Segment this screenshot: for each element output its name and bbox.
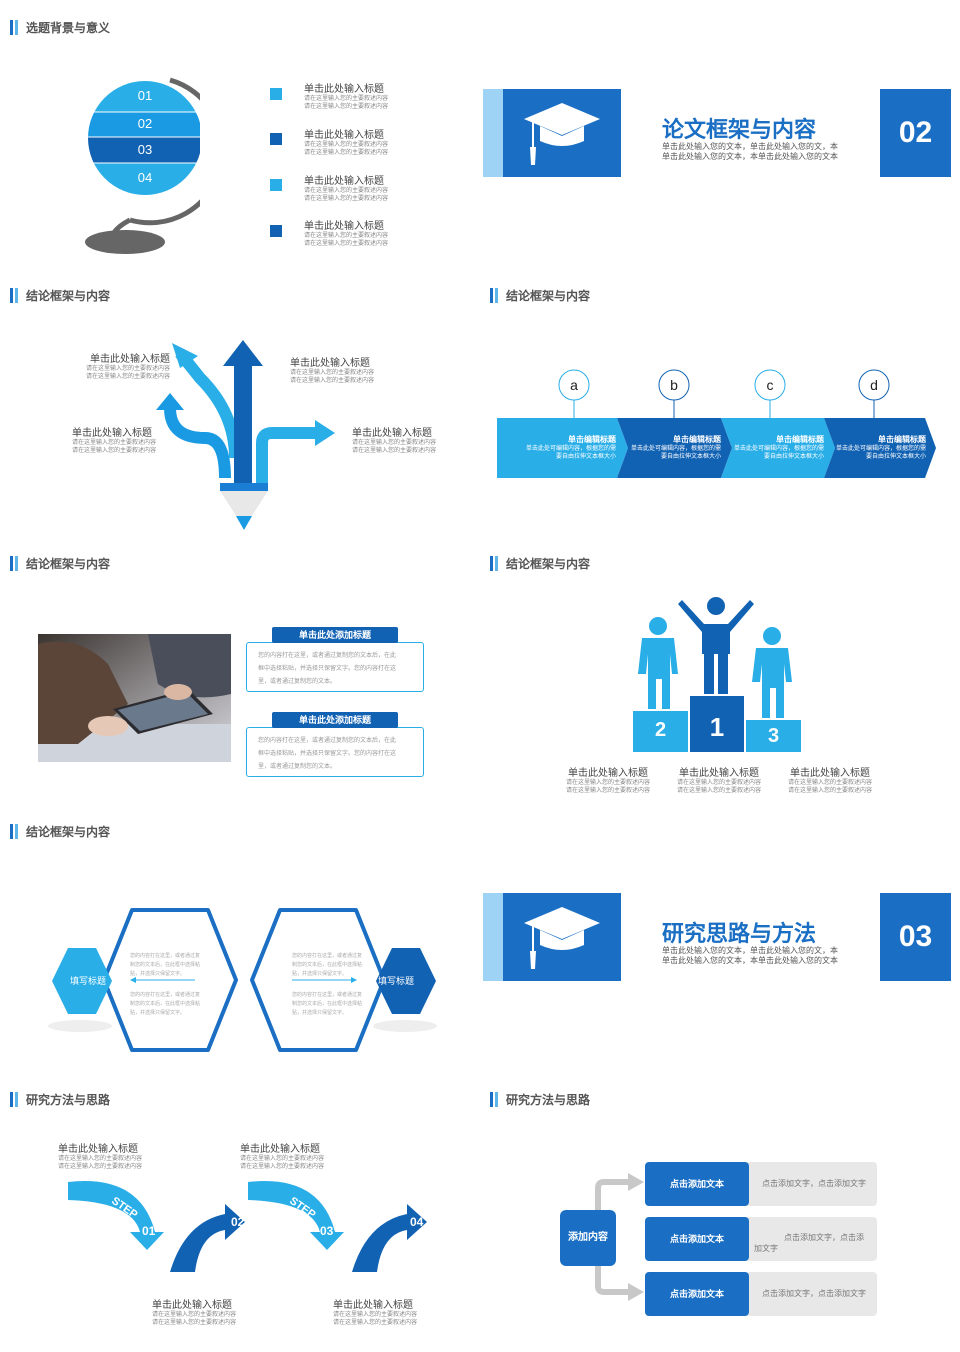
- bullet-square: [270, 133, 282, 145]
- list-item: 单击此处输入标题 请在这里输入您的主要叙述内容 请在这里输入您的主要叙述内容: [304, 84, 389, 110]
- tree-connectors: [595, 1173, 644, 1301]
- row-bg: [745, 1162, 877, 1206]
- step-card: 单击编辑标题 单击此处可编辑内容，根据您的需 要自由拉伸文本框大小: [630, 435, 721, 460]
- section-title: 结论框架与内容: [10, 822, 110, 840]
- globe-band-label: 02: [137, 116, 153, 131]
- slide-chapter-02: 论文框架与内容 单击此处输入您的文本，单击此处输入您的文，本 单击此处输入您的文…: [480, 0, 960, 268]
- slide-conclusion-podium: 结论框架与内容 2 1 3 单击此处输入标题 请在这里输入您的主要叙述内容 请在…: [480, 536, 960, 804]
- step-card: 单击编辑标题 单击此处可编辑内容，根据您的需 要自由拉伸文本框大小: [525, 435, 616, 460]
- row-bg: [745, 1272, 877, 1316]
- bullet-square: [270, 225, 282, 237]
- hex-tag-right: 填写标题: [377, 976, 414, 986]
- graduation-cap-icon: [524, 103, 600, 165]
- icon-panel: [503, 89, 621, 177]
- hex-text: 您的内容打在这里，或者通过复 制您的文本后，在此框中选择粘 贴，并选择只保留文字…: [130, 953, 201, 977]
- row-text: 点击添加文字，点击添 加文字: [754, 1233, 864, 1253]
- row-label: 点击添加文本: [645, 1162, 749, 1206]
- slide-conclusion-arrows: 结论框架与内容 单击此处输入标题 请在这里输入您的主要叙述内容 请在这里输入您的…: [0, 268, 480, 536]
- card-title: 单击此处添加标题: [272, 712, 398, 728]
- arrow-label: 单击此处输入标题 请在这里输入您的主要叙述内容 请在这里输入您的主要叙述内容: [290, 358, 375, 384]
- section-title: 研究方法与思路: [10, 1090, 110, 1108]
- step-letter: a: [570, 377, 578, 393]
- step-label: 单击此处输入标题 请在这里输入您的主要叙述内容 请在这里输入您的主要叙述内容: [240, 1144, 325, 1170]
- step-card: 单击编辑标题 单击此处可编辑内容，根据您的需 要自由拉伸文本框大小: [733, 435, 824, 460]
- list-item: 单击此处输入标题 请在这里输入您的主要叙述内容 请在这里输入您的主要叙述内容: [304, 176, 389, 202]
- section-title: 结论框架与内容: [10, 286, 110, 304]
- section-title: 研究方法与思路: [490, 1090, 590, 1108]
- step-label: 单击此处输入标题 请在这里输入您的主要叙述内容 请在这里输入您的主要叙述内容: [58, 1144, 143, 1170]
- graduation-cap-icon: [524, 907, 600, 969]
- podium-rank: 1: [709, 712, 725, 742]
- chapter-number: 02: [880, 89, 951, 177]
- section-title: 结论框架与内容: [10, 554, 110, 572]
- chapter-desc: 单击此处输入您的文本，单击此处输入您的文，本 单击此处输入您的文本，本单击此处输…: [662, 142, 838, 161]
- hex-text: 您的内容打在这里，或者通过复 制您的文本后，在此框中选择粘 贴，并选择只保留文字…: [130, 992, 201, 1016]
- podium-rank: 2: [654, 719, 667, 741]
- row-bg: [745, 1217, 877, 1261]
- accent-strip: [483, 893, 503, 981]
- section-title: 结论框架与内容: [490, 554, 590, 572]
- chapter-desc: 单击此处输入您的文本，单击此处输入您的文，本 单击此处输入您的文本，本单击此处输…: [662, 946, 838, 965]
- list-item: 单击此处输入标题 请在这里输入您的主要叙述内容 请在这里输入您的主要叙述内容: [304, 130, 389, 156]
- slide-method-steps: 研究方法与思路 STEP 01 STEP 02 STEP 03 STEP 04 …: [0, 1072, 480, 1340]
- podium-label: 单击此处输入标题 请在这里输入您的主要叙述内容 请在这里输入您的主要叙述内容: [676, 768, 761, 794]
- step-letter: d: [870, 377, 878, 393]
- chapter-heading: 研究思路与方法: [662, 921, 817, 946]
- hex-tag-left: 填写标题: [69, 976, 106, 986]
- podium-rank: 3: [767, 725, 780, 747]
- row-label: 点击添加文本: [645, 1272, 749, 1316]
- card-text: 您的内容打在这里，或者通过复制您的文本后，在此 框中选择粘贴，并选择只保留文字。…: [258, 738, 397, 770]
- arrow-label: 单击此处输入标题 请在这里输入您的主要叙述内容 请在这里输入您的主要叙述内容: [352, 428, 437, 454]
- row-text: 点击添加文字，点击添加文字: [762, 1179, 866, 1188]
- root-node: 添加内容: [560, 1210, 616, 1266]
- chapter-heading: 论文框架与内容: [662, 117, 817, 142]
- step-number: 01: [142, 1224, 156, 1238]
- icon-panel: [503, 893, 621, 981]
- slide-background-significance: 选题背景与意义 01 02 03 04 单击此处输入标题 请在这里输入您的主要叙…: [0, 0, 480, 268]
- row-label: 点击添加文本: [645, 1217, 749, 1261]
- step-arrows: [68, 1181, 427, 1272]
- step-number: 04: [410, 1215, 424, 1229]
- hex-text: 您的内容打在这里，或者通过复 制您的文本后，在此框中选择粘 贴，并选择只保留文字…: [292, 953, 363, 977]
- step-number: 02: [231, 1215, 245, 1229]
- section-title: 选题背景与意义: [10, 18, 110, 36]
- bullet-square: [270, 88, 282, 100]
- podium-label: 单击此处输入标题 请在这里输入您的主要叙述内容 请在这里输入您的主要叙述内容: [787, 768, 872, 794]
- step-label: 单击此处输入标题 请在这里输入您的主要叙述内容 请在这里输入您的主要叙述内容: [152, 1300, 237, 1326]
- globe-band-label: 01: [137, 88, 153, 103]
- arrow-label: 单击此处输入标题 请在这里输入您的主要叙述内容 请在这里输入您的主要叙述内容: [72, 428, 157, 454]
- step-letter: c: [766, 377, 774, 393]
- step-label: 单击此处输入标题 请在这里输入您的主要叙述内容 请在这里输入您的主要叙述内容: [333, 1300, 418, 1326]
- slide-conclusion-process: 结论框架与内容 a b c d 单击编辑标题 单击此处可编辑内容，根据您的需 要…: [480, 268, 960, 536]
- hex-text: 您的内容打在这里，或者通过复 制您的文本后，在此框中选择粘 贴，并选择只保留文字…: [292, 992, 363, 1016]
- row-text: 点击添加文字，点击添加文字: [762, 1289, 866, 1298]
- step-card: 单击编辑标题 单击此处可编辑内容，根据您的需 要自由拉伸文本框大小: [835, 435, 926, 460]
- globe-band-label: 03: [137, 142, 153, 157]
- pencil-arrows-illustration: [156, 340, 335, 530]
- list-item: 单击此处输入标题 请在这里输入您的主要叙述内容 请在这里输入您的主要叙述内容: [304, 221, 389, 247]
- slide-method-tree: 研究方法与思路 添加内容 点击添加文本 点击添加文字，点击添加文字 点击添加文本…: [480, 1072, 960, 1340]
- slide-conclusion-photo: 结论框架与内容 单击此处添加标题 您的内容打在这里，或者通过复制您的文本后，在此…: [0, 536, 480, 804]
- step-letter: b: [670, 377, 678, 393]
- section-title: 结论框架与内容: [490, 286, 590, 304]
- card-text: 您的内容打在这里，或者通过复制您的文本后，在此 框中选择粘贴，并选择只保留文字。…: [258, 653, 397, 685]
- process-chevrons: [497, 369, 936, 478]
- card-title: 单击此处添加标题: [272, 627, 398, 643]
- arrow-label: 单击此处输入标题 请在这里输入您的主要叙述内容 请在这里输入您的主要叙述内容: [86, 354, 171, 380]
- slide-conclusion-hexagons: 结论框架与内容 填写标题 填写标题 您的内容打在这里，或者通过复 制您的文本后，…: [0, 804, 480, 1072]
- hexagon-diagram: [48, 908, 437, 1052]
- bullet-square: [270, 179, 282, 191]
- step-number: 03: [320, 1224, 334, 1238]
- globe-band-label: 04: [137, 170, 153, 185]
- slide-chapter-03: 研究思路与方法 单击此处输入您的文本，单击此处输入您的文，本 单击此处输入您的文…: [480, 804, 960, 1072]
- podium-illustration: [633, 597, 801, 752]
- podium-label: 单击此处输入标题 请在这里输入您的主要叙述内容 请在这里输入您的主要叙述内容: [565, 768, 650, 794]
- tablet-photo: [38, 634, 231, 762]
- accent-strip: [483, 89, 503, 177]
- chapter-number: 03: [880, 893, 951, 981]
- globe-illustration: [85, 77, 200, 254]
